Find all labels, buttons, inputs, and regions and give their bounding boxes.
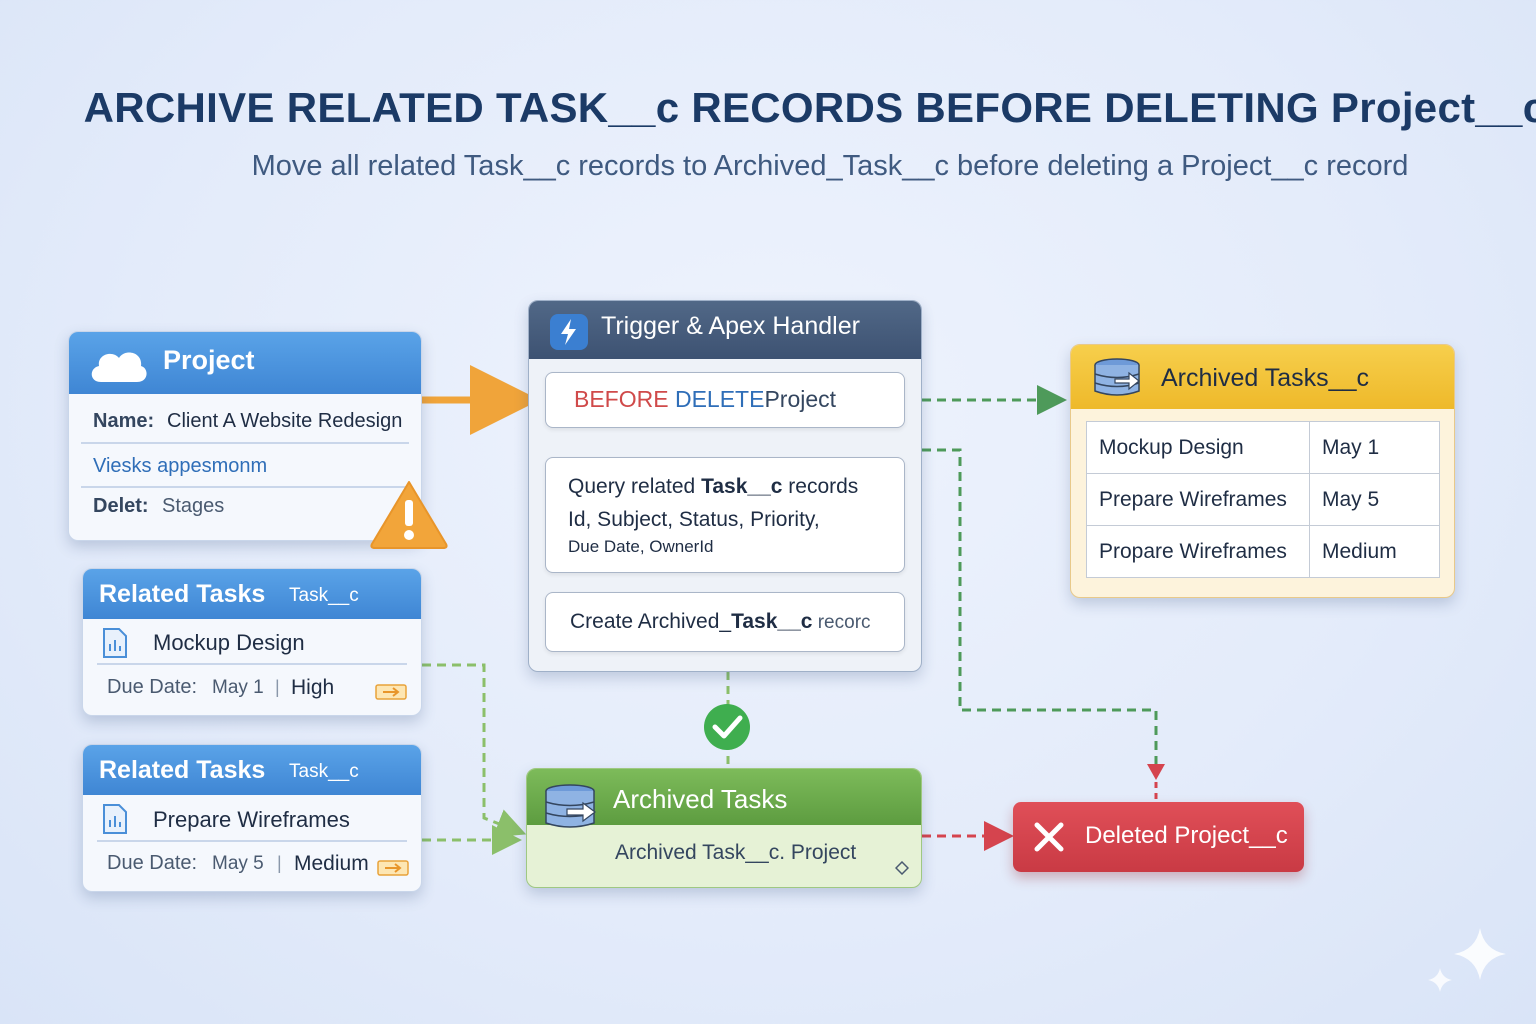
related-task-header-sub: Task__c: [289, 585, 359, 606]
related-task-name: Mockup Design: [153, 630, 305, 655]
archived-tasks-table-card[interactable]: Archived Tasks__c Mockup Design May 1 Pr…: [1070, 344, 1455, 598]
database-icon: [1094, 358, 1140, 396]
project-card-title: Project: [163, 345, 255, 375]
related-task-due-label: Due Date:: [107, 852, 198, 874]
create-pre: Create Archived_: [570, 610, 732, 633]
archived-box-body: Archived Task__c. Project: [615, 841, 857, 864]
project-card[interactable]: Project Name: Client A Website Redesign …: [68, 331, 422, 541]
create-post: recorc: [812, 612, 871, 633]
page-title: ARCHIVE RELATED TASK__c RECORDS BEFORE D…: [83, 84, 1536, 131]
step-query-tasks[interactable]: Query related Task__c records Id, Subjec…: [545, 457, 905, 573]
arrow-trigger-to-deleted: [922, 448, 1158, 770]
move-icon: [375, 684, 407, 700]
arrow-task1-to-archived-box: [422, 663, 527, 838]
query-line-pre: Query related: [568, 475, 702, 498]
query-line-post: records: [782, 475, 859, 498]
table-cell: May 1: [1309, 421, 1440, 474]
table-cell: Prepare Wireframes: [1086, 473, 1310, 526]
separator-bar: |: [277, 853, 282, 873]
query-line-bold: Task__c: [701, 475, 783, 498]
trigger-handler-card[interactable]: Trigger & Apex Handler BEFORE DELETEProj…: [528, 300, 922, 672]
related-task-card-1[interactable]: Related Tasks Task__c Mockup Design Due …: [82, 568, 422, 716]
table-cell: May 5: [1309, 473, 1440, 526]
related-task-priority: Medium: [294, 852, 369, 875]
archived-table-header: Archived Tasks__c: [1161, 364, 1369, 392]
project-delete-label: Delet:: [93, 495, 149, 517]
before-keyword: BEFORE: [574, 386, 669, 412]
table-cell: Medium: [1309, 525, 1440, 578]
lightning-icon: [550, 314, 588, 350]
related-task-header-sub: Task__c: [289, 761, 359, 782]
table-cell: Mockup Design: [1086, 421, 1310, 474]
related-task-header: Related Tasks: [99, 580, 266, 608]
project-name-label: Name:: [93, 410, 155, 432]
separator-bar: |: [275, 677, 280, 697]
delete-keyword: DELETE: [674, 386, 765, 412]
step-before-delete[interactable]: BEFORE DELETEProject: [545, 372, 905, 428]
document-icon: [103, 804, 127, 834]
table-row: Mockup Design May 1: [1086, 421, 1440, 474]
table-row: Propare Wireframes Medium: [1086, 525, 1440, 578]
related-task-due-value: May 1: [212, 677, 264, 698]
create-bold: Task__c: [731, 610, 813, 633]
close-icon: [1034, 822, 1064, 852]
related-task-due-label: Due Date:: [107, 676, 198, 698]
query-fields-line: Id, Subject, Status, Priority,: [568, 508, 820, 531]
related-task-name: Prepare Wireframes: [153, 807, 350, 832]
archived-tasks-card[interactable]: Archived Tasks Archived Task__c. Project: [526, 768, 922, 888]
query-fields-line2: Due Date, OwnerId: [568, 537, 714, 556]
check-circle-icon: [704, 704, 750, 750]
move-icon: [377, 860, 409, 876]
diamond-icon: [895, 861, 909, 875]
cloud-icon: [91, 352, 147, 382]
table-row: Prepare Wireframes May 5: [1086, 473, 1440, 526]
related-task-card-2[interactable]: Related Tasks Task__c Prepare Wireframes…: [82, 744, 422, 892]
related-task-due-value: May 5: [212, 853, 264, 874]
deleted-project-label: Deleted Project__c: [1085, 822, 1288, 849]
deleted-project-card[interactable]: Deleted Project__c: [1013, 802, 1304, 872]
warning-icon: [370, 481, 448, 549]
related-task-priority: High: [291, 676, 335, 699]
project-row2: Viesks appesmonm: [93, 455, 268, 477]
page-subtitle: Move all related Task__c records to Arch…: [251, 150, 1409, 182]
archived-box-header: Archived Tasks: [613, 784, 788, 814]
related-task-header: Related Tasks: [99, 756, 266, 784]
archived-tasks-table: Mockup Design May 1 Prepare Wireframes M…: [1086, 421, 1440, 578]
trigger-header: Trigger & Apex Handler: [601, 312, 860, 340]
project-keyword: Project: [764, 386, 837, 412]
database-icon: [545, 784, 596, 828]
step-create-archived[interactable]: Create Archived_Task__c recorc: [545, 592, 905, 652]
project-delete-value: Stages: [162, 495, 225, 517]
project-name-value: Client A Website Redesign: [167, 410, 403, 432]
document-icon: [103, 628, 127, 658]
sparkle-icon: [1454, 928, 1506, 980]
table-cell: Propare Wireframes: [1086, 525, 1310, 578]
